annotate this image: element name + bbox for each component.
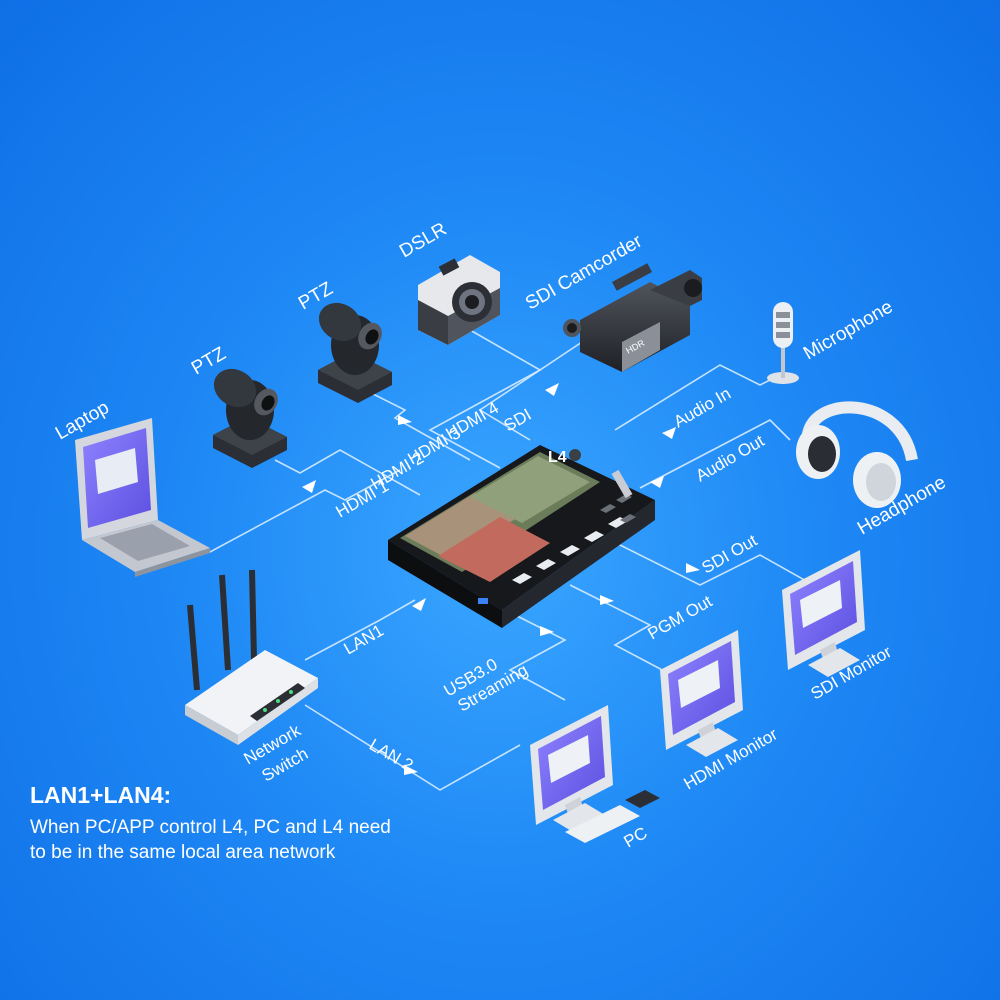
label-microphone: Microphone [800, 297, 896, 365]
wire-hdmi4 [428, 329, 542, 469]
lan-note: LAN1+LAN4: When PC/APP control L4, PC an… [30, 782, 470, 865]
l4-switcher: L4 [388, 445, 655, 628]
note-body-line2: to be in the same local area network [30, 842, 336, 863]
wire-sdi-out [609, 539, 841, 601]
wire-hdmi2 [274, 449, 421, 496]
label-audio-out: Audio Out [693, 431, 768, 485]
ptz-camera-left [213, 368, 287, 468]
wire-sdi [478, 339, 586, 441]
headphone [796, 401, 918, 508]
hdmi-monitor [660, 630, 743, 757]
wire-lan2 [304, 704, 521, 791]
wire-lan1 [304, 599, 416, 661]
laptop [75, 418, 210, 577]
switcher-logo: L4 [548, 449, 567, 466]
network-switch [185, 569, 318, 745]
sdi-monitor [782, 550, 865, 677]
label-pc: PC [621, 823, 651, 851]
wire-audio-out [639, 419, 791, 489]
microphone [767, 302, 799, 384]
sdi-camcorder: HDR [563, 263, 702, 372]
label-hdmi4: HDMI 4 [443, 398, 502, 443]
label-lan2: LAN 2 [366, 735, 416, 775]
label-hdmi-monitor: HDMI Monitor [681, 724, 782, 793]
note-title: LAN1+LAN4: [30, 782, 172, 808]
ptz-camera-top [318, 302, 392, 403]
wire-usb [508, 614, 567, 701]
label-pgm-out: PGM Out [645, 591, 716, 643]
label-audio-in: Audio In [671, 384, 735, 432]
note-body-line1: When PC/APP control L4, PC and L4 need [30, 817, 391, 838]
wire-pgm-out [569, 584, 701, 691]
pc [530, 705, 660, 843]
wire-hdmi1 [177, 469, 401, 553]
label-dslr: DSLR [396, 219, 450, 263]
wire-hdmi3 [354, 384, 471, 461]
label-sdi: SDI [501, 405, 535, 436]
label-lan1: LAN1 [341, 621, 387, 659]
dslr-camera [418, 255, 500, 345]
